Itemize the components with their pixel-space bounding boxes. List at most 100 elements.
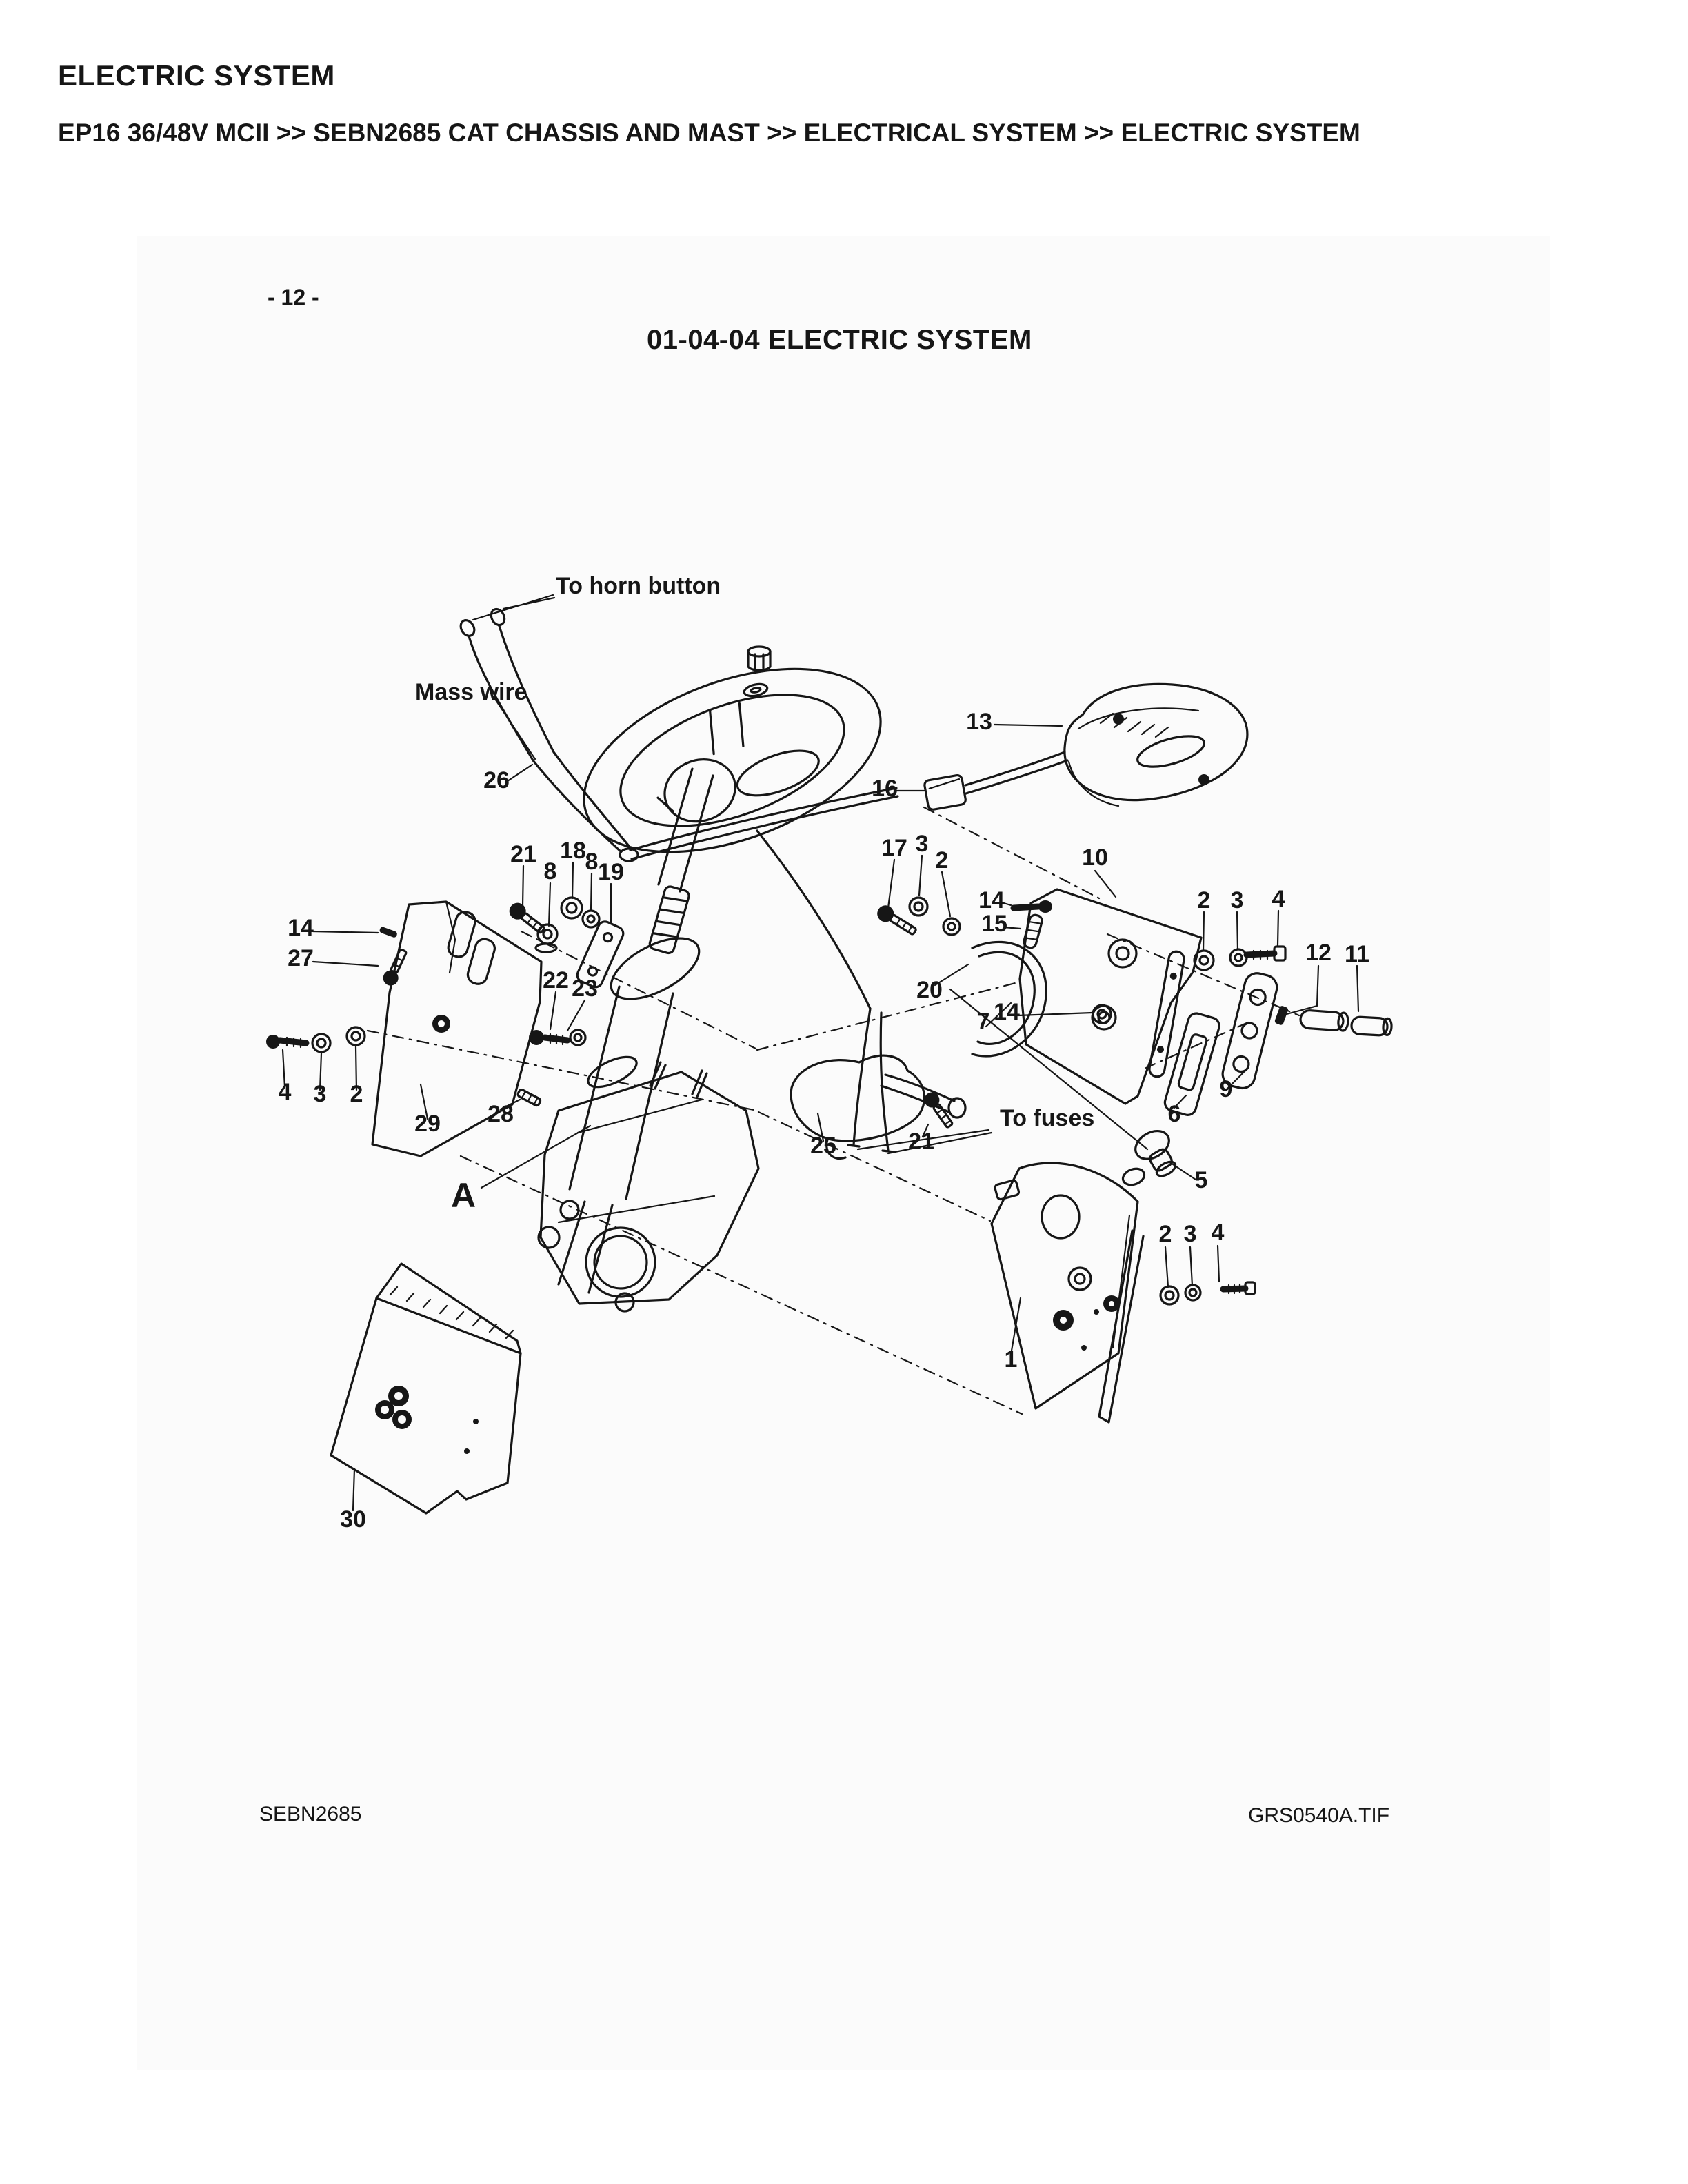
washer-2b	[1193, 949, 1215, 971]
part-callout: 26	[483, 767, 510, 793]
washer-14c	[1092, 1004, 1112, 1024]
bolt-22	[529, 1030, 544, 1045]
part-callout: 6	[1168, 1101, 1181, 1127]
washer-3b	[1229, 948, 1248, 967]
part-callout: 22	[543, 967, 569, 993]
part-callout: 30	[340, 1506, 366, 1533]
diagram-text-label: To fuses	[1000, 1105, 1094, 1131]
wiring-harness	[459, 607, 1149, 1153]
top-cover-13	[1063, 682, 1249, 807]
part-callout: 10	[1082, 845, 1108, 871]
footer-image-filename: GRS0540A.TIF	[1248, 1804, 1390, 1827]
diagram-text-label: A	[451, 1176, 476, 1215]
washer-3c	[1184, 1284, 1202, 1302]
part-callout: 1	[1005, 1346, 1018, 1373]
part-callout: 3	[1231, 887, 1244, 913]
connector-16	[923, 774, 967, 811]
fasteners-left	[266, 896, 625, 1107]
part-callout: 21	[510, 841, 536, 867]
bolt-14	[1010, 903, 1042, 911]
part-callout: 18	[560, 838, 586, 864]
page-number: - 12 -	[268, 285, 319, 310]
washer-3	[311, 1033, 332, 1053]
nut-8	[536, 923, 559, 945]
part-callout: 29	[414, 1111, 441, 1137]
washer-5	[1121, 1167, 1146, 1186]
part-callout: 4	[1272, 886, 1285, 912]
nut-18	[560, 896, 583, 920]
pin-14	[379, 927, 397, 938]
bolt-27	[383, 948, 408, 986]
part-callout: 25	[810, 1133, 836, 1159]
washer-2c	[1159, 1285, 1180, 1306]
part-callout: 16	[872, 776, 898, 802]
part-callout: 27	[288, 945, 314, 971]
washer-8	[581, 909, 601, 929]
pin-small-12	[1274, 1006, 1289, 1025]
callout-leader-lines	[281, 594, 1360, 1512]
breadcrumb: EP16 36/48V MCII >> SEBN2685 CAT CHASSIS…	[58, 119, 1360, 147]
bracket-6	[1163, 1012, 1220, 1116]
exploded-diagram: 2613161732102181881914152341211142722232…	[266, 573, 1393, 1533]
nut-and-washer	[743, 645, 772, 698]
page-title: ELECTRIC SYSTEM	[58, 59, 335, 92]
part-callout: 14	[978, 887, 1005, 913]
part-callout: 17	[881, 835, 907, 861]
part-callout: 14	[994, 999, 1020, 1025]
part-callout: 23	[572, 975, 598, 1002]
footer-doc-code: SEBN2685	[259, 1803, 362, 1826]
washer-23	[569, 1029, 587, 1046]
part-callout: 2	[350, 1081, 363, 1107]
rod-line	[949, 988, 1149, 1151]
fasteners-right	[877, 896, 1393, 1306]
part-callout: 7	[977, 1009, 990, 1035]
figure-title: 01-04-04 ELECTRIC SYSTEM	[647, 325, 1032, 355]
part-callout: 5	[1195, 1167, 1208, 1193]
washer-2	[345, 1026, 366, 1046]
steering-wheel	[583, 667, 882, 853]
bottom-right-panel-1	[990, 1162, 1145, 1424]
bolt-4	[266, 1035, 280, 1049]
bottom-cover-panel-30	[330, 1262, 522, 1515]
part-callout: 21	[908, 1129, 934, 1155]
left-cover-panel-29	[371, 900, 543, 1157]
part-callout: 8	[585, 849, 599, 875]
pin-11	[1350, 1015, 1393, 1037]
part-callout: 11	[1345, 941, 1369, 967]
part-callout: 2	[1198, 887, 1211, 913]
washer-2-right	[942, 917, 961, 936]
stud-28	[516, 1089, 542, 1107]
part-callout: 2	[1159, 1221, 1172, 1247]
part-callout: 12	[1305, 940, 1332, 966]
part-callout: 2	[936, 847, 949, 873]
part-callout: 13	[966, 709, 992, 735]
stud-15	[1023, 913, 1043, 949]
part-callout: 15	[981, 911, 1007, 937]
bolt-17	[877, 905, 917, 936]
washer-3-right	[908, 896, 929, 917]
bolt-21	[509, 902, 545, 934]
bolt-21b	[924, 1092, 954, 1129]
part-callout: 8	[544, 858, 557, 884]
part-callout: 20	[916, 977, 943, 1003]
diagram-text-label: To horn button	[556, 573, 721, 599]
lever-25	[790, 1054, 967, 1160]
part-callout: 3	[1184, 1221, 1197, 1247]
part-callout: 19	[598, 859, 624, 885]
scanned-figure-area: - 12 - 01-04-04 ELECTRIC SYSTEM	[137, 236, 1550, 2070]
spiral-cable-20	[971, 940, 1047, 1058]
pin-12	[1299, 1009, 1349, 1032]
diagram-text-label: Mass wire	[415, 679, 528, 705]
plate-9	[1221, 972, 1278, 1090]
part-callout: 9	[1220, 1076, 1233, 1102]
part-callout: 4	[279, 1079, 292, 1105]
assembly-axis-lines	[366, 806, 1300, 1415]
part-callout: 14	[288, 915, 314, 941]
plate-19	[576, 920, 625, 989]
part-callout: 4	[1212, 1220, 1225, 1246]
part-callout: 3	[916, 831, 929, 857]
knob-5	[1134, 1129, 1177, 1177]
part-callout: 28	[488, 1101, 514, 1127]
